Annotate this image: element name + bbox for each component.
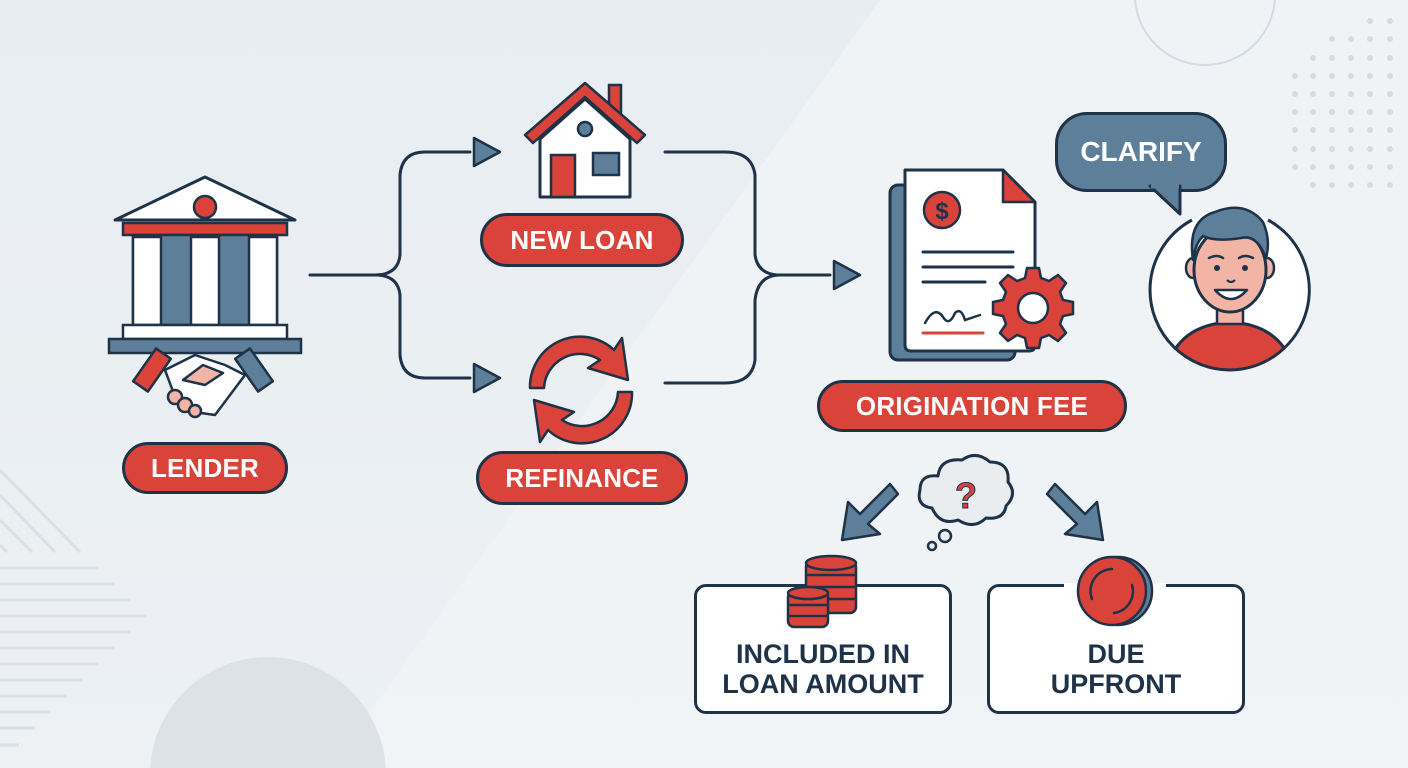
question-thought-cloud-icon: ? [917, 454, 1014, 552]
refresh-arrows-icon [528, 335, 634, 445]
arrow-down-right-icon [1045, 482, 1105, 542]
lender-label: LENDER [122, 442, 288, 494]
upfront-line-1: DUE [1087, 639, 1145, 669]
upfront-line-2: UPFRONT [1050, 669, 1182, 699]
refinance-label: REFINANCE [476, 451, 688, 505]
svg-text:?: ? [955, 475, 977, 516]
coin-icon [1064, 555, 1166, 627]
house-icon [523, 81, 647, 199]
origination-fee-label: ORIGINATION FEE [817, 380, 1127, 432]
included-line-1: INCLUDED IN [736, 639, 910, 669]
bank-handshake-icon [107, 175, 303, 419]
included-line-2: LOAN AMOUNT [722, 669, 924, 699]
new-loan-label: NEW LOAN [480, 213, 684, 267]
coin-stacks-icon [786, 554, 858, 629]
clarify-speech-bubble: CLARIFY [1055, 112, 1227, 192]
speech-bubble-tail-icon [1148, 183, 1182, 216]
svg-text:$: $ [935, 198, 949, 225]
arrow-down-left-icon [840, 482, 900, 542]
smiling-person-avatar-icon [1148, 206, 1311, 372]
fee-document-gear-icon: $ [888, 168, 1075, 362]
